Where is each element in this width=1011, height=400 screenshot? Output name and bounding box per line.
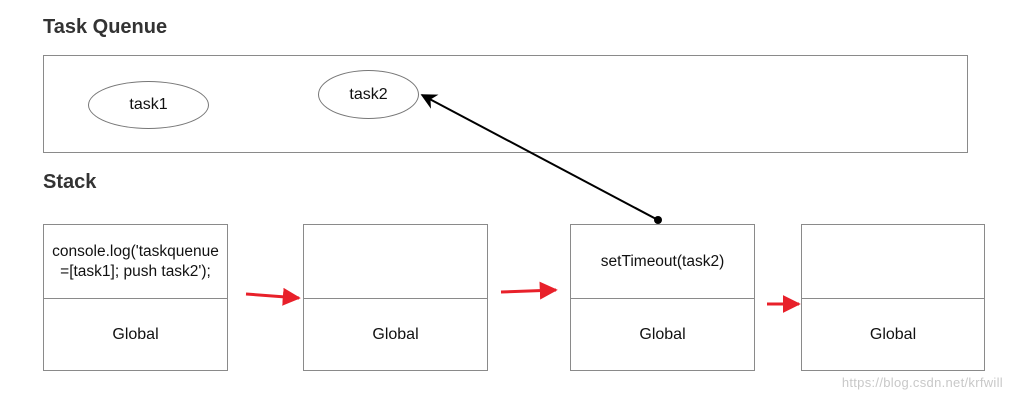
task-queue-heading: Task Quenue [43,16,168,38]
task1-node: task1 [88,81,209,129]
stack-frame-2-top [304,225,487,299]
transition-arrow-2 [500,281,558,300]
task2-node: task2 [318,70,419,119]
push-task2-arrow-origin [654,216,662,224]
stack-frame-1: console.log('taskquenue =[task1]; push t… [43,224,228,371]
stack-frame-1-global: Global [112,325,159,343]
stack-frame-3: setTimeout(task2) Global [570,224,755,371]
stack-frame-3-top: setTimeout(task2) [571,225,754,299]
stack-frame-4: Global [801,224,985,371]
task-queue-box [43,55,968,153]
stack-frame-1-top: console.log('taskquenue =[task1]; push t… [44,225,227,299]
stack-frame-3-global: Global [639,325,686,343]
watermark: https://blog.csdn.net/krfwill [841,375,1003,390]
stack-frame-2-global: Global [372,325,419,343]
stack-heading: Stack [43,171,97,193]
stack-frame-4-global: Global [869,325,917,343]
stack-frame-2: Global [303,224,488,371]
stack-frame-4-top [802,225,984,299]
push-task2-arrow [420,94,659,221]
transition-arrow-1 [245,287,301,306]
